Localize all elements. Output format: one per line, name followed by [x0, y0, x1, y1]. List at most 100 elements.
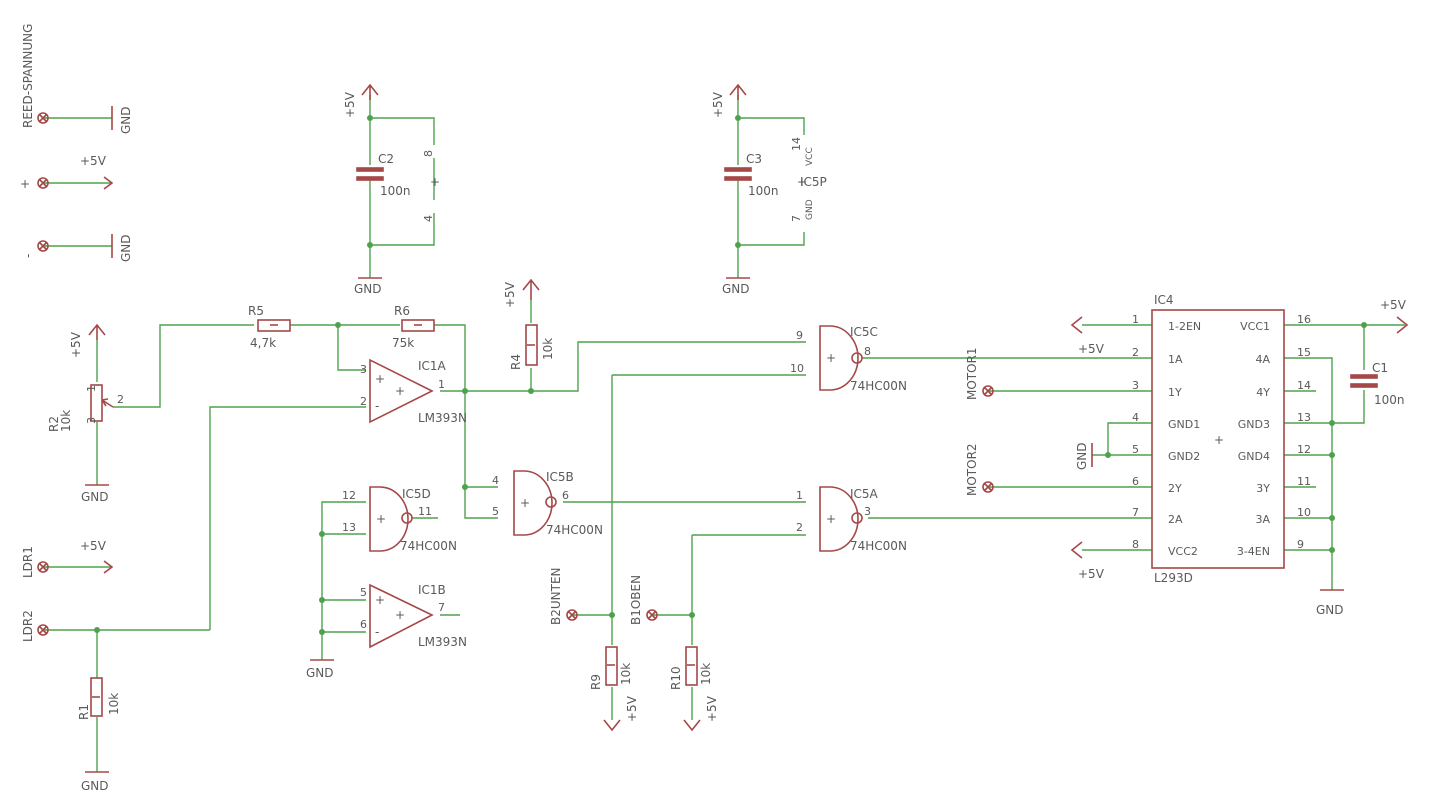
nand-ic5d: + [369, 486, 413, 552]
capacitor-c2 [356, 167, 384, 181]
r1-value: 10k [107, 693, 121, 715]
pin-number: 11 [418, 505, 432, 518]
resistor-r9 [605, 646, 618, 686]
pin-number: 2 [117, 393, 124, 406]
r2-value: 10k [59, 410, 73, 432]
minus-label: - [21, 254, 35, 258]
ic4-pin-name: VCC1 [1240, 320, 1270, 333]
ic4-name: IC4 [1154, 293, 1174, 307]
svg-text:+: + [826, 512, 836, 526]
r1-name: R1 [77, 704, 91, 720]
pin-number: 10 [790, 362, 804, 375]
vcc-label: +5V [711, 91, 725, 118]
pin-number: 6 [562, 489, 569, 502]
ic4-pin-number: 1 [1132, 313, 1139, 326]
ic4-pin-name: 1-2EN [1168, 320, 1201, 333]
ic4-pin-name: VCC2 [1168, 545, 1198, 558]
pin-number: 9 [796, 329, 803, 342]
ic4-pin-name: 4A [1255, 353, 1270, 366]
resistor-r10 [685, 646, 698, 686]
ic5b-value: 74HC00N [546, 523, 603, 537]
r9-value: 10k [619, 663, 633, 685]
pin-number: 4 [422, 215, 435, 222]
svg-text:+: + [797, 175, 807, 189]
r10-name: R10 [669, 666, 683, 690]
gnd-label: GND [119, 106, 133, 134]
r2-name: R2 [47, 416, 61, 432]
nand-ic5c: + [819, 325, 863, 391]
ic1b-value: LM393N [418, 635, 467, 649]
gnd-label: GND [1075, 442, 1089, 470]
pin-number: 1 [796, 489, 803, 502]
svg-text:+: + [395, 384, 405, 398]
ic4-pin-number: 3 [1132, 379, 1139, 392]
gnd-label: GND [81, 779, 109, 793]
reed-label: REED-SPANNUNG [21, 24, 35, 128]
pin-number: 3 [85, 417, 98, 424]
gnd-symbols [85, 106, 1344, 773]
c3-name: C3 [746, 152, 762, 166]
ic5p-power: + [797, 175, 807, 189]
svg-text:+: + [1214, 433, 1224, 447]
pin-number: 5 [360, 586, 367, 599]
nand-ic5a: + [819, 486, 863, 552]
opamp-ic1a: +- + [369, 358, 434, 424]
pin-number: 7 [790, 215, 803, 222]
gnd-label: GND [722, 282, 750, 296]
ic4-pin-name: GND3 [1238, 418, 1270, 431]
r5-value: 4,7k [250, 336, 276, 350]
ldr2-label: LDR2 [21, 610, 35, 642]
ic4-pin-number: 2 [1132, 346, 1139, 359]
vcc-label: +5V [343, 91, 357, 118]
ic4-pin-name: 3Y [1256, 482, 1270, 495]
ic4-pin-number: 15 [1297, 346, 1311, 359]
ic5a-name: IC5A [850, 487, 879, 501]
svg-text:+: + [520, 496, 530, 510]
svg-text:+: + [375, 593, 385, 607]
resistor-r1 [90, 677, 103, 717]
b2-label: B2UNTEN [549, 567, 563, 625]
junctions [94, 115, 1367, 635]
ic4-pin-name: 3-4EN [1237, 545, 1270, 558]
ic5a-value: 74HC00N [850, 539, 907, 553]
ic4-pin-name: 4Y [1256, 386, 1270, 399]
vcc-label: +5V [80, 154, 107, 168]
svg-text:-: - [375, 399, 379, 413]
ic4-pin-number: 14 [1297, 379, 1311, 392]
ic4-pin-number: 4 [1132, 411, 1139, 424]
c3-value: 100n [748, 184, 779, 198]
gnd-label: GND [354, 282, 382, 296]
ic5d-name: IC5D [402, 487, 431, 501]
ic4-pin-number: 9 [1297, 538, 1304, 551]
ic4-pin-name: 3A [1255, 513, 1270, 526]
pin-number: 12 [342, 489, 356, 502]
vcc-symbols [88, 83, 1409, 732]
motor2-label: MOTOR2 [965, 443, 979, 496]
ic5p-name: IC5P [800, 175, 827, 189]
ic1b-name: IC1B [418, 583, 446, 597]
ic5p-vcc: VCC [805, 147, 815, 166]
c1-value: 100n [1374, 393, 1405, 407]
opamp-ic1b: +- + [369, 583, 434, 649]
c1-name: C1 [1372, 361, 1388, 375]
pin-number: 3 [864, 505, 871, 518]
resistor-r5 [257, 319, 291, 332]
ic1a-name: IC1A [418, 359, 447, 373]
capacitor-c3 [724, 167, 752, 181]
ic-l293d: + [1151, 309, 1285, 569]
ic5d-value: 74HC00N [400, 539, 457, 553]
pin-number: 3 [360, 363, 367, 376]
ic4-pin-number: 7 [1132, 506, 1139, 519]
pin-number: 5 [492, 505, 499, 518]
svg-text:+: + [826, 351, 836, 365]
plus-label: + [20, 177, 30, 191]
pin-number: 4 [492, 474, 499, 487]
svg-text:+: + [376, 512, 386, 526]
ic4-pin-number: 5 [1132, 443, 1139, 456]
gnd-label: GND [1316, 603, 1344, 617]
connector-pads [37, 112, 994, 636]
ic4-pin-name: GND2 [1168, 450, 1200, 463]
